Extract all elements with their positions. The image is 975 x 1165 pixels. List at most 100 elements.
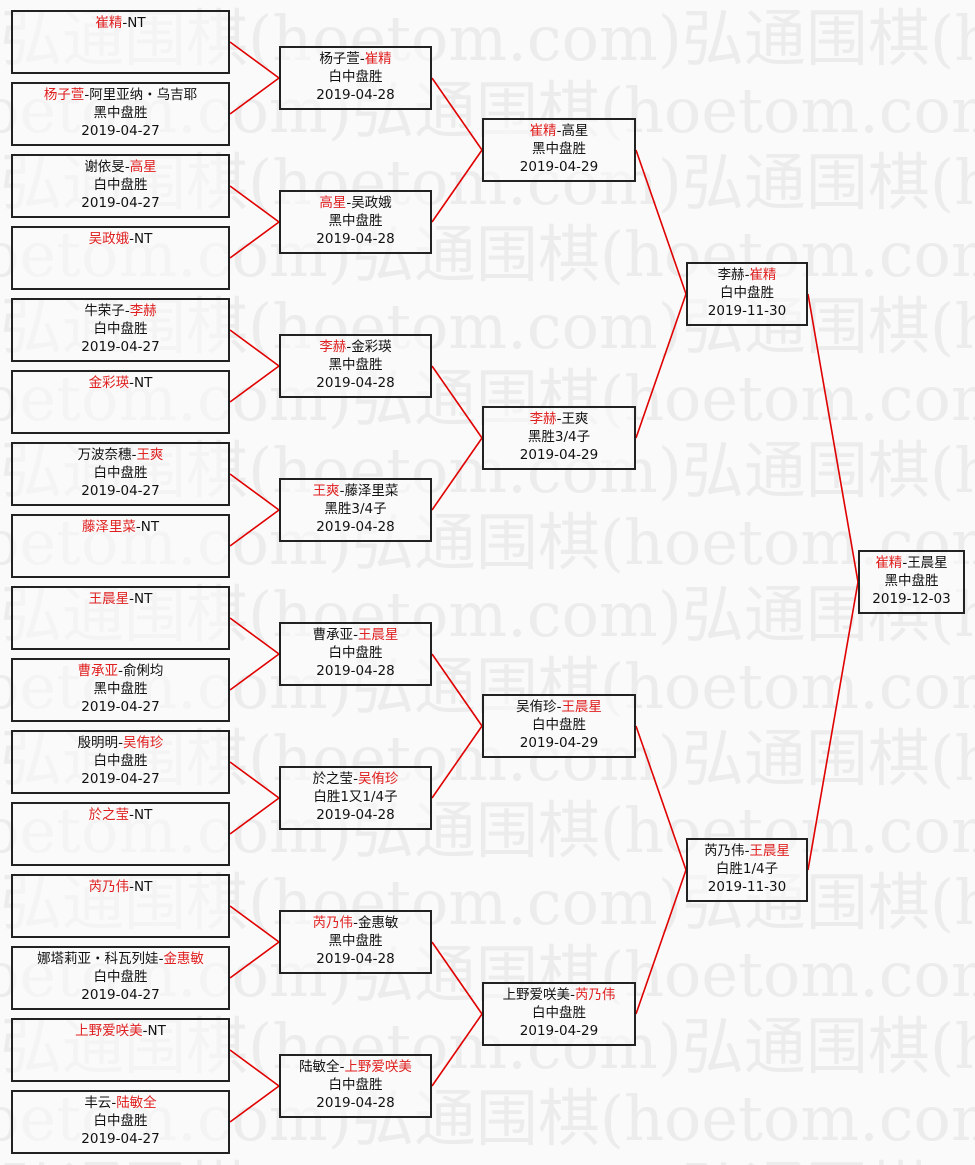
player-name: 高星 [561,123,589,139]
match-result: 白中盘胜 [93,969,148,985]
separator: - [346,195,352,211]
winner-name: 崔精 [529,123,557,139]
match-players: 芮乃伟-金惠敏 [281,914,430,932]
match-box-round1: 吴政娥-NT [11,226,230,290]
separator: - [84,87,90,103]
match-players: 谢依旻-高星 [13,158,228,176]
match-result: 白中盘胜 [93,465,148,481]
connector-line [431,365,483,439]
winner-name: 崔精 [875,555,903,571]
separator: - [124,159,130,175]
match-date: 2019-04-29 [519,735,599,751]
player-name: 王爽 [561,411,589,427]
connector-line [635,725,687,871]
match-players: 芮乃伟-王晨星 [688,842,806,860]
match-result: 白中盘胜 [328,645,383,661]
separator: - [129,591,134,607]
winner-name: 崔精 [749,267,777,283]
connector-line [635,293,687,439]
match-box-round1: 於之莹-NT [11,802,230,866]
player-name: 牛荣子 [84,303,125,319]
winner-name: 杨子萱 [43,87,85,103]
player-name: NT [134,231,153,247]
connector-line [431,941,483,1015]
separator: - [111,1095,117,1111]
separator: - [744,843,750,859]
match-date: 2019-04-29 [519,159,599,175]
player-name: 芮乃伟 [704,843,745,859]
match-date: 2019-04-27 [81,987,160,1003]
separator: - [129,231,134,247]
match-result: 白中盘胜 [328,69,383,85]
watermark-text: 弘通围棋(hoetom.com)弘通围棋(hoetom.com)弘通围棋(hoe… [0,1160,975,1165]
match-result: 白中盘胜 [720,285,774,301]
match-box-round1: 上野爱咲美-NT [11,1018,230,1082]
match-result: 黑中盘胜 [884,573,939,589]
match-date: 2019-04-27 [81,1131,160,1147]
winner-name: 芮乃伟 [312,915,354,931]
separator: - [142,1023,148,1039]
match-players: 陆敏全-上野爱咲美 [281,1058,430,1076]
match-result: 白中盘胜 [93,321,148,337]
separator: - [118,735,123,751]
match-players: 崔精-NT [13,14,228,32]
match-players: 於之莹-NT [13,806,228,824]
match-players: 上野爱咲美-芮乃伟 [484,986,634,1004]
winner-name: 吴侑珍 [357,771,399,787]
match-players: 王晨星-NT [13,590,228,608]
separator: - [122,15,128,31]
connector-line [431,149,483,223]
match-players: 崔精-高星 [484,122,634,140]
winner-name: 上野爱咲美 [75,1023,143,1039]
separator: - [129,807,134,823]
player-name: 吴侑珍 [516,699,557,715]
player-name: NT [140,519,160,535]
match-players: 吴侑珍-王晨星 [484,698,634,716]
winner-name: 王晨星 [88,591,130,607]
connector-line [229,653,280,691]
match-date: 2019-04-28 [316,375,395,391]
separator: - [556,699,562,715]
separator: - [129,375,134,391]
separator: - [118,663,123,679]
match-players: 李赫-王爽 [484,410,634,428]
connector-line [229,1085,280,1123]
match-date: 2019-04-27 [81,195,160,211]
separator: - [346,339,352,355]
match-box-round1: 藤泽里菜-NT [11,514,230,578]
match-result: 黑中盘胜 [93,681,148,697]
player-name: 於之莹 [312,771,354,787]
winner-name: 吴侑珍 [122,735,164,751]
match-result: 白中盘胜 [328,1077,383,1093]
match-date: 2019-04-28 [316,807,395,823]
match-box-round1: 金彩瑛-NT [11,370,230,434]
match-date: 2019-04-27 [81,339,160,355]
match-date: 2019-04-27 [81,771,160,787]
winner-name: 曹承亚 [77,663,119,679]
match-date: 2019-11-30 [707,303,787,319]
player-name: 俞俐均 [122,663,164,679]
match-result: 黑中盘胜 [328,357,383,373]
winner-name: 李赫 [319,339,347,355]
separator: - [124,303,130,319]
player-name: 李赫 [717,267,745,283]
match-players: 金彩瑛-NT [13,374,228,392]
winner-name: 王晨星 [561,699,602,715]
connector-line [229,797,280,835]
winner-name: 芮乃伟 [574,987,616,1003]
match-date: 2019-04-29 [519,447,599,463]
match-players: 芮乃伟-NT [13,878,228,896]
match-players: 上野爱咲美-NT [13,1022,228,1040]
match-date: 2019-12-03 [872,591,951,607]
separator: - [902,555,908,571]
